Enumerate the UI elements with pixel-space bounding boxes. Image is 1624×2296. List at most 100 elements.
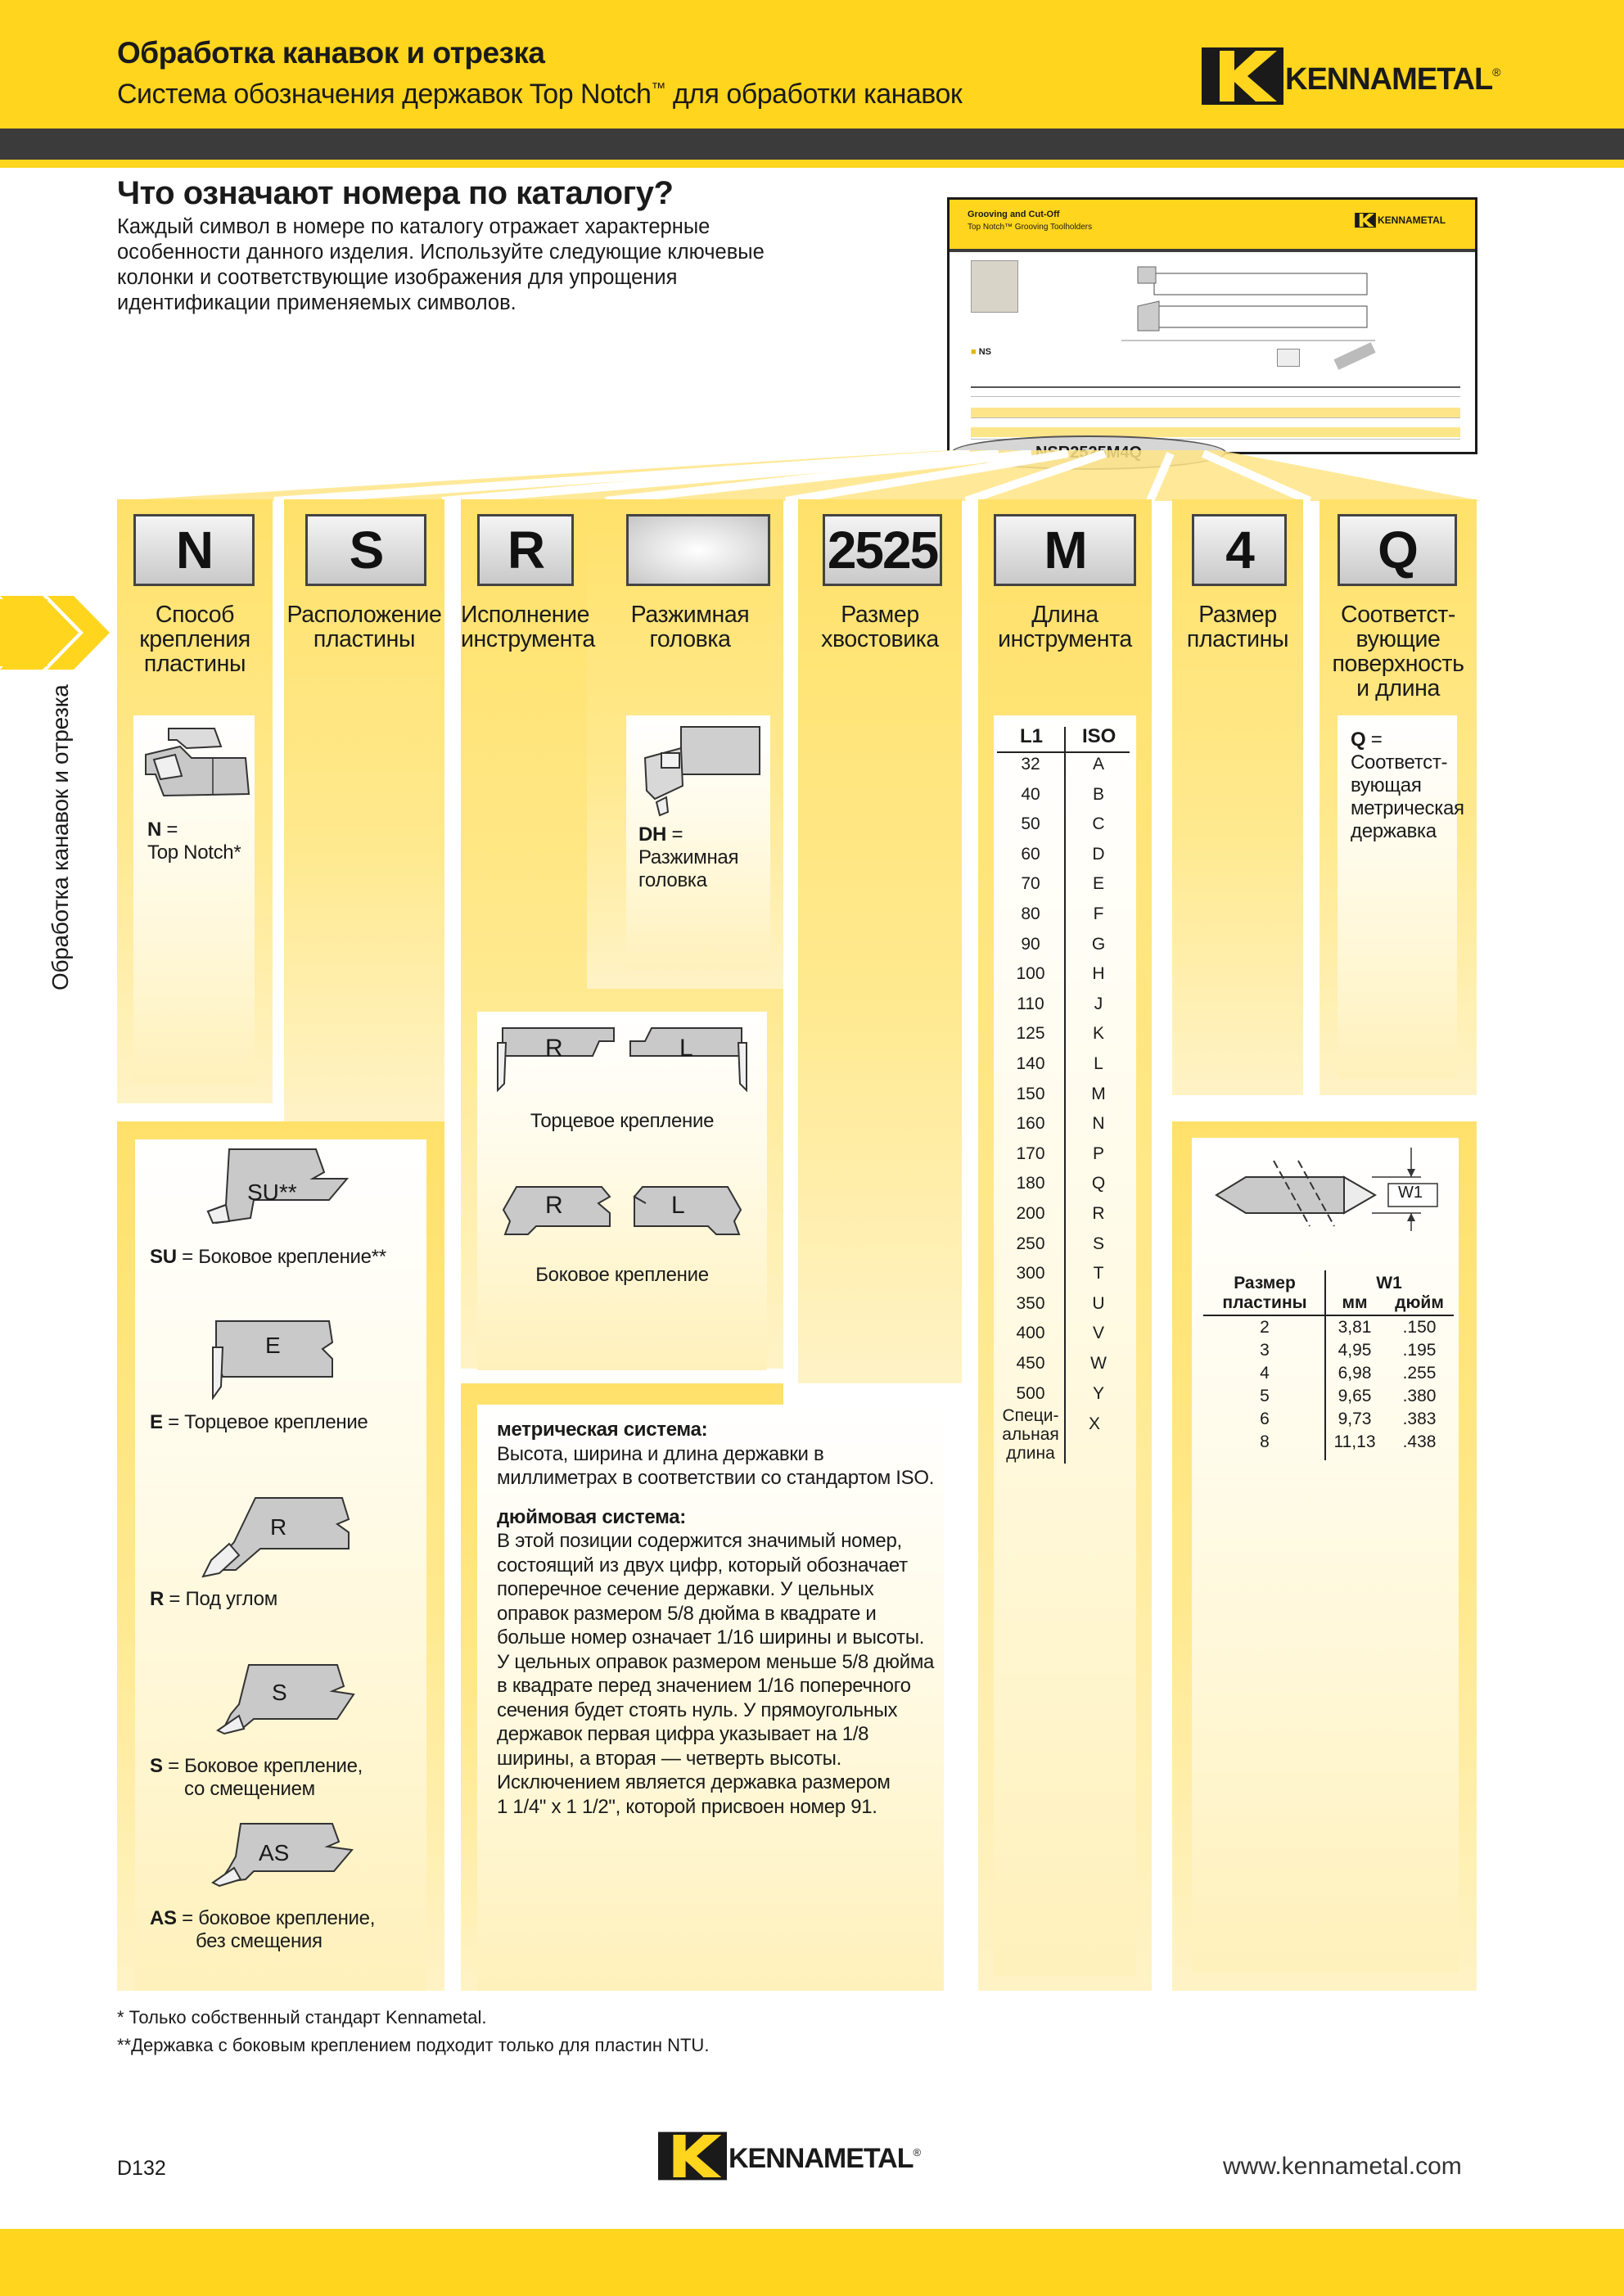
w1-inch-value: .383 [1402, 1410, 1437, 1428]
insert-size-value: 5 [1260, 1387, 1270, 1405]
code-box-q: Q [1338, 514, 1457, 586]
length-iso-code: N [1092, 1114, 1105, 1134]
footnote-2: **Державка с боковым креплением подходит… [117, 2035, 710, 2055]
code-box-4: 4 [1192, 514, 1287, 586]
length-iso-code: R [1092, 1204, 1105, 1223]
length-value: 450 [1016, 1354, 1045, 1373]
s-position-icon [216, 1664, 355, 1735]
page-subtitle: Система обозначения державок Top Notch™ … [117, 79, 963, 110]
match-definition: Q = Соответст- вующая метрическая держав… [1351, 728, 1464, 842]
length-value: 32 [1021, 755, 1040, 774]
w1-mm-value: 4,95 [1338, 1341, 1372, 1360]
length-iso-code: P [1092, 1143, 1104, 1163]
footer-logo-icon [658, 2131, 727, 2181]
w1-diagram-label: W1 [1398, 1184, 1423, 1202]
length-special-code: X [1089, 1414, 1101, 1433]
length-table-divider [1064, 727, 1066, 1464]
column-2525 [798, 499, 962, 1383]
w1-inch-value: .150 [1402, 1318, 1437, 1337]
w1-mm-value: 3,81 [1338, 1318, 1372, 1337]
su-icon-label: SU** [247, 1180, 297, 1205]
length-table-header-iso: ISO [1082, 725, 1116, 747]
insert-size-value: 6 [1260, 1410, 1270, 1428]
length-value: 140 [1016, 1054, 1045, 1073]
kennametal-logo: KENNAMETAL® [1202, 47, 1501, 105]
r-position-icon [201, 1497, 350, 1578]
length-value: 90 [1021, 934, 1040, 954]
face-clamp-label: Торцевое крепление [530, 1110, 715, 1132]
length-value: 100 [1016, 964, 1045, 984]
length-value: 170 [1016, 1143, 1045, 1163]
side-clamp-label: Боковое крепление [535, 1264, 709, 1286]
r-icon-label: R [270, 1514, 287, 1540]
length-iso-code: S [1092, 1234, 1104, 1253]
length-iso-code: D [1092, 844, 1105, 864]
length-value: 350 [1016, 1293, 1045, 1313]
length-iso-code: W [1090, 1354, 1107, 1373]
code-box-head [626, 514, 770, 586]
insert-size-value: 3 [1260, 1341, 1270, 1360]
length-table-header-l1: L1 [1020, 725, 1044, 747]
s-icon-label: S [272, 1680, 287, 1705]
position-s-definition: S = Боковое крепление, со смещением [150, 1755, 363, 1800]
w1-inch-value: .380 [1402, 1387, 1437, 1405]
length-iso-code: L [1094, 1054, 1103, 1073]
w1-mm-value: 9,73 [1338, 1410, 1372, 1428]
length-value: 250 [1016, 1234, 1045, 1253]
insert-table-header-mm: мм [1342, 1293, 1368, 1312]
length-value: 60 [1021, 844, 1040, 864]
code-box-2525: 2525 [823, 514, 942, 586]
length-table-rule [997, 751, 1130, 753]
w1-inch-value: .438 [1402, 1432, 1437, 1451]
insert-table-divider [1324, 1270, 1326, 1460]
head-definition: DH = Разжимная головка [638, 823, 739, 891]
insert-size-value: 2 [1260, 1318, 1270, 1337]
length-value: 125 [1016, 1024, 1045, 1044]
length-value: 50 [1021, 814, 1040, 834]
length-iso-code: T [1093, 1264, 1104, 1283]
column-s [284, 499, 444, 1121]
insert-table-header-size: Размер пластины [1222, 1274, 1307, 1312]
length-value: 150 [1016, 1084, 1045, 1103]
as-icon-label: AS [259, 1840, 290, 1865]
length-iso-code: B [1092, 784, 1104, 804]
header-gray-stripe [0, 129, 1624, 160]
length-iso-code: U [1092, 1293, 1105, 1313]
e-position-icon [212, 1320, 334, 1400]
position-su-definition: SU = Боковое крепление** [150, 1246, 386, 1268]
thumbnail-drawing-icon [1121, 266, 1375, 341]
position-r-definition: R = Под углом [150, 1588, 277, 1610]
w1-inch-value: .255 [1402, 1364, 1437, 1383]
panel-match [1338, 715, 1457, 1079]
length-iso-code: J [1094, 994, 1103, 1013]
column-4 [1172, 499, 1303, 1095]
length-special: Специ- альная длина [1002, 1406, 1059, 1463]
length-value: 70 [1021, 874, 1040, 894]
website-link[interactable]: www.kennametal.com [1223, 2153, 1462, 2180]
code-box-m: M [994, 514, 1136, 586]
position-as-definition: AS = боковое крепление, без смещения [150, 1907, 376, 1952]
length-value: 110 [1017, 994, 1044, 1013]
e-icon-label: E [265, 1333, 281, 1358]
header-band [0, 0, 1624, 129]
insert-table-rule [1203, 1315, 1454, 1316]
length-iso-code: M [1091, 1084, 1106, 1103]
position-e-definition: E = Торцевое крепление [150, 1411, 368, 1433]
w1-inch-value: .195 [1402, 1341, 1437, 1360]
clamp-definition: N = Top Notch* [147, 819, 241, 864]
code-box-r: R [477, 514, 574, 586]
footer-band [0, 2229, 1624, 2296]
length-iso-code: G [1091, 934, 1106, 954]
catalog-page-thumbnail: Grooving and Cut-Off Top Notch™ Grooving… [947, 197, 1477, 454]
length-iso-code: A [1092, 755, 1104, 774]
spread-head-icon [643, 726, 760, 817]
w1-mm-value: 9,65 [1338, 1387, 1372, 1405]
face-clamp-rl-icon [497, 1027, 747, 1093]
